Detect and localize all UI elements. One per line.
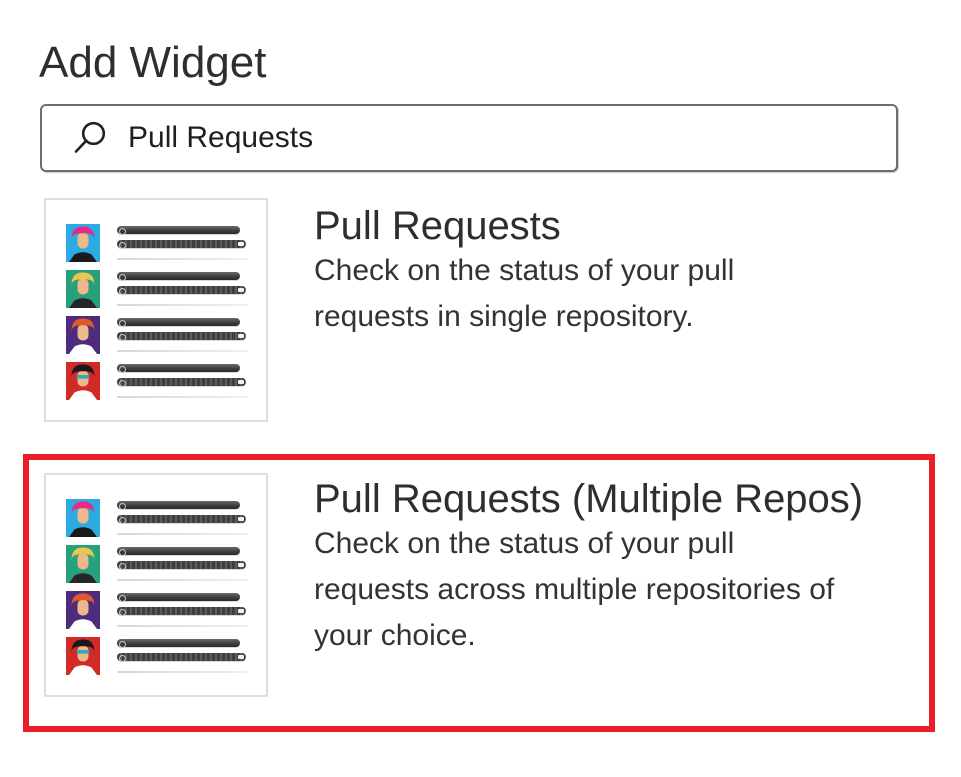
page-title: Add Widget [39,38,267,87]
skeleton-lines [117,499,248,537]
skeleton-lines [117,362,248,400]
widget-description: Check on the status of your pull request… [314,527,835,652]
skeleton-bar [117,364,240,373]
skeleton-lines [117,591,248,629]
thumbnail-row [66,362,266,400]
row-separator [117,258,248,260]
row-separator [117,625,248,627]
skeleton-bar [117,272,240,281]
avatar-icon [66,499,100,537]
skeleton-lines [117,316,248,354]
row-separator [117,396,248,398]
skeleton-lines [117,545,248,583]
widget-card-pull-requests-multiple-repos[interactable]: Pull Requests (Multiple Repos) Check on … [44,473,929,697]
thumbnail-row [66,591,266,629]
skeleton-lines [117,224,248,262]
skeleton-bar [117,639,240,648]
avatar-icon [66,545,100,583]
skeleton-bar [117,593,240,602]
thumbnail-row [66,637,266,675]
thumbnail-row [66,270,266,308]
widget-card-text: Pull Requests Check on the status of you… [314,198,784,422]
skeleton-bar [117,561,246,570]
skeleton-bar [117,226,240,235]
skeleton-bar [117,318,240,327]
thumbnail-row [66,545,266,583]
avatar-icon [66,591,100,629]
skeleton-lines [117,637,248,675]
skeleton-lines [117,270,248,308]
row-separator [117,579,248,581]
thumbnail-row [66,499,266,537]
avatar-icon [66,270,100,308]
skeleton-bar [117,547,240,556]
skeleton-bar [117,332,246,341]
widget-search-input[interactable] [128,108,896,168]
skeleton-bar [117,240,246,249]
avatar-icon [66,316,100,354]
avatar-icon [66,362,100,400]
widget-thumbnail [44,473,268,697]
skeleton-bar [117,501,240,510]
skeleton-bar [117,515,246,524]
skeleton-bar [117,286,246,295]
skeleton-bar [117,653,246,662]
skeleton-bar [117,378,246,387]
avatar-icon [66,637,100,675]
thumbnail-row [66,224,266,262]
widget-description: Check on the status of your pull request… [314,254,735,333]
row-separator [117,304,248,306]
widget-card-pull-requests[interactable]: Pull Requests Check on the status of you… [44,198,784,422]
widget-title: Pull Requests [314,204,561,248]
row-separator [117,533,248,535]
thumbnail-row [66,316,266,354]
widget-card-text: Pull Requests (Multiple Repos) Check on … [314,473,863,697]
row-separator [117,350,248,352]
widget-thumbnail [44,198,268,422]
widget-search-box [40,104,898,172]
search-icon [74,121,106,153]
skeleton-bar [117,607,246,616]
widget-title: Pull Requests (Multiple Repos) [314,477,864,521]
avatar-icon [66,224,100,262]
selection-highlight-box: Pull Requests (Multiple Repos) Check on … [23,454,935,732]
row-separator [117,671,248,673]
